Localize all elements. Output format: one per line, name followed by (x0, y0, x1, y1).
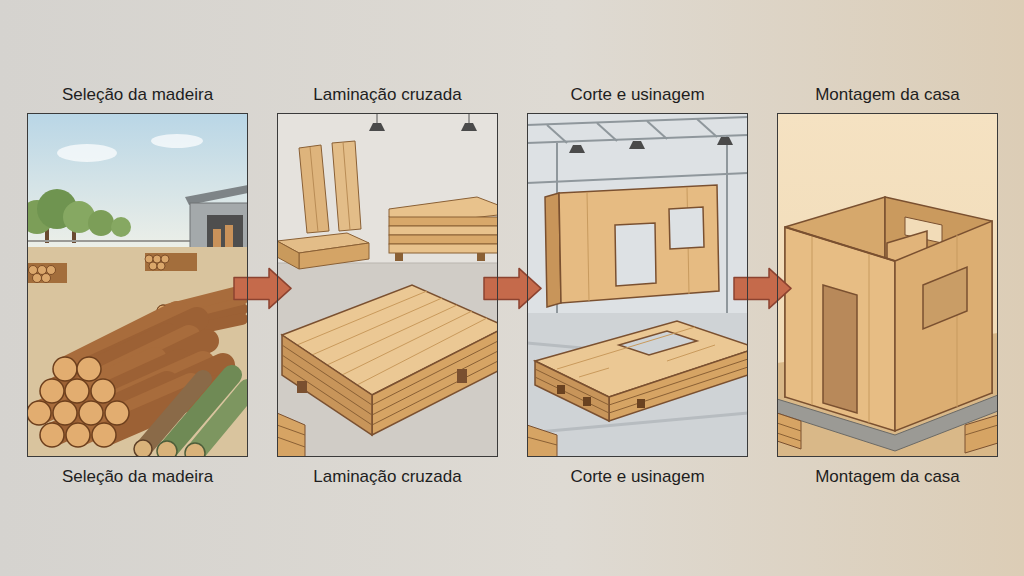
step-caption: Laminação cruzada (313, 467, 461, 487)
log-yard-illustration (27, 113, 248, 457)
ceiling-lamps (369, 113, 477, 131)
process-panel: Montagem da casaMontagem da casa (777, 113, 998, 457)
wall-panel (545, 185, 719, 307)
ceiling-lamps (569, 137, 733, 153)
process-panel: Corte e usinagemCorte e usinagem (527, 113, 748, 457)
clt-slab (282, 285, 498, 435)
flow-arrow (234, 268, 291, 308)
step-heading: Seleção da madeira (62, 85, 213, 105)
panel-stack (389, 197, 498, 261)
step-heading: Laminação cruzada (313, 85, 461, 105)
step-caption: Corte e usinagem (570, 467, 704, 487)
leaning-boards (299, 141, 361, 233)
house-assembly-illustration (777, 113, 998, 457)
process-panel: Laminação cruzadaLaminação cruzada (277, 113, 498, 457)
process-panel: Seleção da madeiraSeleção da madeira (27, 113, 248, 457)
foreground-logs (27, 313, 248, 457)
roof-trusses (527, 117, 748, 313)
step-heading: Montagem da casa (815, 85, 960, 105)
step-caption: Seleção da madeira (62, 467, 213, 487)
flow-arrow (734, 268, 791, 308)
shed (185, 185, 248, 253)
step-caption: Montagem da casa (815, 467, 960, 487)
trees (27, 189, 131, 243)
distant-log-pile (27, 253, 197, 283)
lumber-stacks (777, 413, 998, 453)
flow-arrow (484, 268, 541, 308)
step-heading: Corte e usinagem (570, 85, 704, 105)
machining-illustration (527, 113, 748, 457)
floor-panel (535, 321, 748, 421)
front-walls (785, 221, 992, 431)
lamination-illustration (277, 113, 498, 457)
corner-stack (527, 425, 557, 457)
small-stack (277, 233, 369, 269)
corner-stack (277, 413, 305, 457)
